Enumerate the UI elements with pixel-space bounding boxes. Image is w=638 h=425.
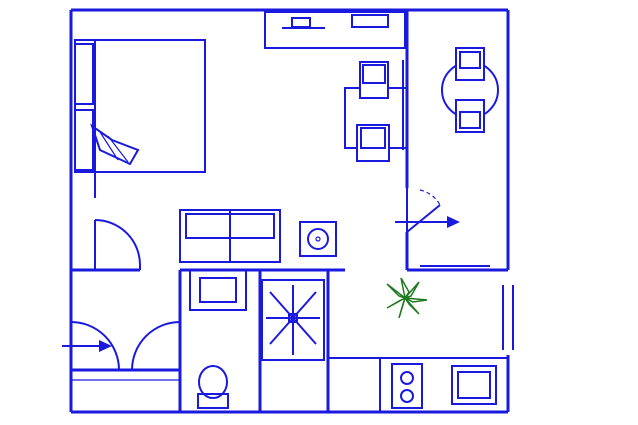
arrow-right-icon <box>99 340 112 352</box>
sink-icon <box>299 221 337 257</box>
desk <box>264 11 406 49</box>
washing-machine-icon <box>189 269 247 311</box>
toilet-icon <box>197 365 229 409</box>
plant-icon <box>386 277 428 319</box>
two-seat-sofa <box>179 209 281 263</box>
round-table-with-two-chairs <box>441 47 499 133</box>
arrow-right-icon <box>447 216 460 228</box>
kitchen-sink-icon <box>451 365 497 405</box>
two-ring-hob-icon <box>391 363 423 409</box>
table-with-two-chairs <box>344 61 408 162</box>
shower-icon <box>261 279 325 361</box>
entry-door <box>62 321 181 371</box>
balcony-door <box>395 188 460 233</box>
bedroom-door <box>94 219 141 270</box>
double-bed <box>74 39 206 173</box>
